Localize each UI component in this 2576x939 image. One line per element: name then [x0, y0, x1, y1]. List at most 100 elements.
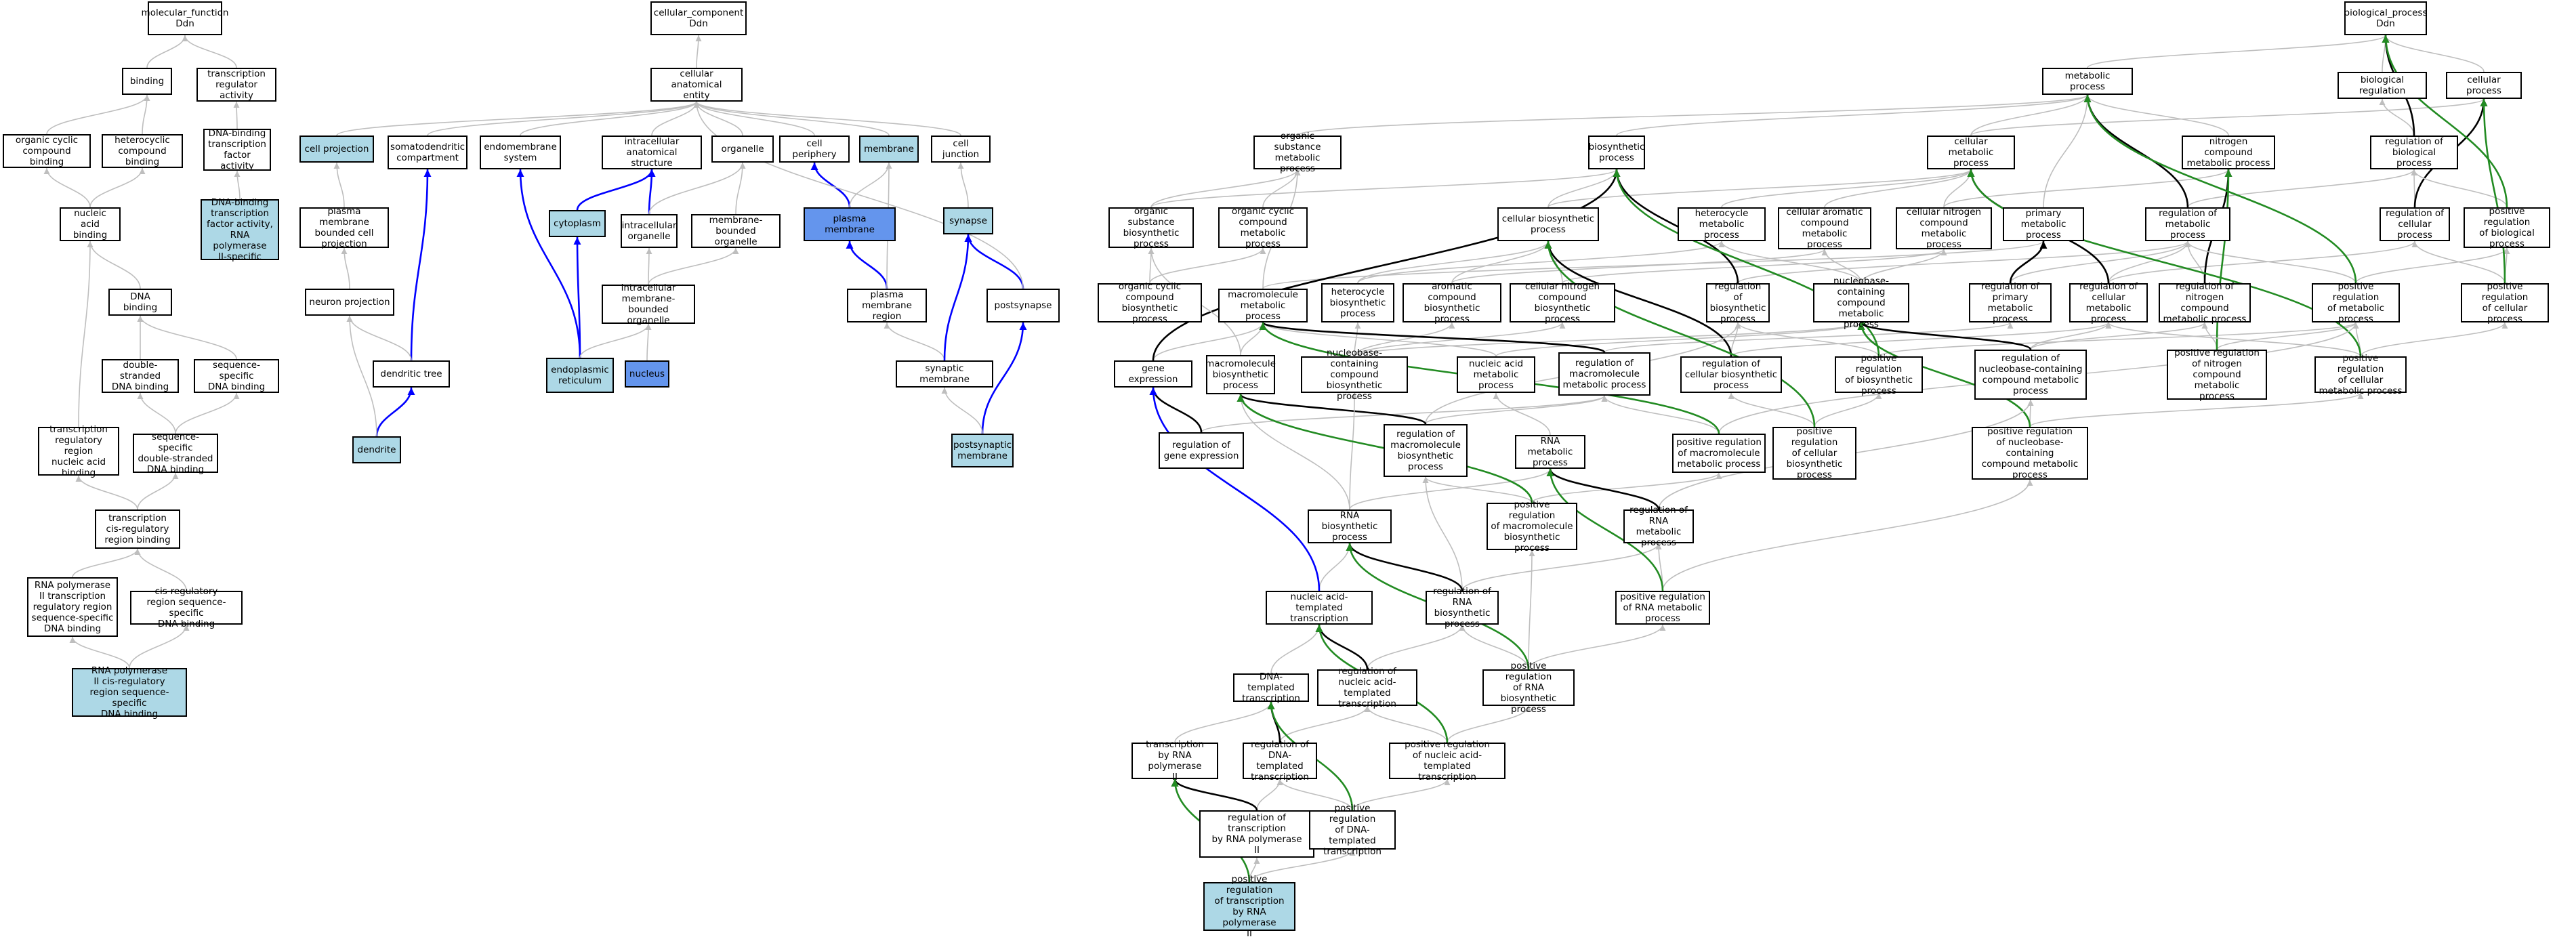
term-node-mf: molecular_function Ddn [142, 1, 228, 35]
term-node-tr-cis: transcription cis-regulatory region bind… [95, 509, 180, 549]
term-node-reg-cell-bio: regulation of cellular biosynthetic proc… [1680, 356, 1782, 393]
edge-pos-reg-cell-met-to-cell-met [1967, 169, 2362, 357]
edge-na-tr-to-gene-exp [1149, 387, 1321, 591]
term-node-biosyn: biosynthetic process [1588, 135, 1645, 169]
term-node-nb-met: nucleobase-containing compound metabolic… [1813, 276, 1909, 330]
term-node-pos-reg-na-tr: positive regulation of nucleic acid-temp… [1389, 739, 1505, 782]
term-node-tr-pol2: transcription by RNA polymerase II [1131, 739, 1218, 782]
term-node-reg-rna-met: regulation of RNA metabolic process [1623, 505, 1694, 548]
term-node-pol2-tr-reg: RNA polymerase II transcription regulato… [27, 577, 118, 637]
edge-reg-na-tr-to-na-tr [1315, 624, 1369, 670]
term-node-pos-reg-bio: positive regulation of biological proces… [2464, 206, 2550, 249]
term-node-na-met: nucleic acid metabolic process [1457, 356, 1535, 393]
edge-pos-reg-rna-met-to-rna-met [1546, 468, 1664, 591]
term-node-pos-reg-macro-met: positive regulation of macromolecule met… [1672, 434, 1766, 473]
term-node-synapse: synapse [943, 207, 993, 234]
term-node-arom-met: cellular aromatic compound metabolic pro… [1778, 207, 1871, 250]
edge-plasma-mem-to-membrane [849, 162, 892, 208]
edge-reg-n-met-to-reg-met [2184, 241, 2205, 284]
edge-postsynapse-to-synapse [964, 234, 1024, 289]
edge-er-to-intra-mbo [579, 323, 652, 358]
term-node-pos-reg-dna-tr: positive regulation of DNA-templated tra… [1309, 803, 1396, 857]
edge-cis-reg-ss-to-tr-cis [134, 548, 187, 591]
term-node-cell-proc: cellular process [2446, 72, 2522, 99]
term-node-cis-reg-ss: cis-regulatory region sequence-specific … [130, 586, 243, 629]
edge-reg-nb-met-to-reg-n-met [2030, 322, 2208, 350]
term-node-arom-bio: aromatic compound biosynthetic process [1403, 281, 1501, 325]
term-node-cc: cellular_component Ddn [650, 1, 747, 35]
term-node-dna-bind: DNA binding [108, 289, 172, 316]
edge-na-tr-to-rna-bio [1318, 543, 1353, 591]
term-node-cell-n-met: cellular nitrogen compound metabolic pro… [1896, 207, 1992, 250]
edge-pos-reg-dna-tr-to-pos-reg-na-tr [1352, 778, 1451, 811]
edge-het-bio-to-cell-biosyn [1357, 241, 1552, 284]
term-node-intra-anat: intracellular anatomical structure [602, 135, 702, 169]
term-node-pol2-cis: RNA polymerase II cis-regulatory region … [72, 665, 187, 719]
edge-dna-tf-pol2-to-dna-tf [234, 170, 241, 200]
term-node-nb-bio: nucleobase-containing compound biosynthe… [1301, 348, 1408, 402]
term-node-binding: binding [122, 68, 172, 95]
edge-reg-cell-bio-to-cell-biosyn [1544, 241, 1732, 357]
edge-reg-biosyn-to-biosyn [1613, 169, 1739, 284]
edge-pos-reg-tr-pol2-to-pos-reg-dna-tr [1249, 849, 1356, 883]
term-node-somato: somatodendritic compartment [388, 135, 468, 169]
term-node-het-bind: heterocyclic compound binding [102, 134, 183, 168]
term-node-macro-bio: macromolecule biosynthetic process [1205, 355, 1276, 394]
edge-rna-met-to-na-met [1493, 392, 1551, 436]
term-node-org-sub-bio: organic substance biosynthetic process [1108, 206, 1194, 249]
edge-pol2-tr-reg-to-tr-cis [72, 548, 141, 578]
edge-pos-reg-n-met-to-pos-reg-met [2216, 322, 2359, 350]
edge-na-met-to-macro-met [1260, 322, 1497, 357]
edge-somato-to-cae [427, 101, 700, 136]
term-node-trans-reg: transcription regulator activity [196, 68, 276, 102]
term-node-reg-rna-bio: regulation of RNA biosynthetic process [1426, 586, 1499, 629]
term-node-reg-n-met: regulation of nitrogen compound metaboli… [2159, 281, 2251, 325]
term-node-ss-dna: sequence-specific DNA binding [194, 359, 279, 393]
edge-na-met-to-nb-met [1495, 322, 1865, 357]
edge-reg-macro-bio-to-macro-bio [1237, 393, 1427, 425]
edge-arom-met-to-cell-met [1824, 169, 1974, 208]
edge-cae-to-cc [695, 35, 702, 68]
term-node-tr-reg-na: transcription regulatory region nucleic … [38, 424, 119, 478]
edge-org-sub-met-to-met [1297, 94, 2091, 136]
term-node-na-tr: nucleic acid-templated transcription [1266, 591, 1373, 625]
edge-pol2-cis-to-pol2-tr-reg [69, 636, 130, 669]
edge-reg-rna-bio-to-reg-macro-bio [1422, 476, 1463, 591]
term-node-nucleus: nucleus [625, 360, 669, 388]
edge-ss-ds-dna-to-ds-dna [137, 392, 176, 434]
edge-cell-met-to-met [1970, 94, 2091, 136]
term-node-cytoplasm: cytoplasm [549, 210, 606, 237]
edge-pos-reg-rna-bio-to-pos-reg-macro-bio [1528, 549, 1535, 670]
edge-mem-bound-org-to-organelle [735, 162, 746, 215]
edge-gene-exp-to-biosyn [1152, 169, 1621, 361]
edge-tr-cis-to-ss-ds-dna [137, 472, 179, 510]
term-node-reg-macro-bio: regulation of macromolecule biosynthetic… [1384, 424, 1468, 477]
edge-dendrite-to-dend-tree [375, 387, 415, 437]
edge-nucleus-to-intra-mbo [645, 323, 652, 361]
edge-reg-rna-bio-to-rna-bio [1346, 543, 1463, 591]
edge-reg-rna-met-to-rna-met [1546, 468, 1660, 510]
edge-reg-dna-tr-to-reg-na-tr [1279, 705, 1371, 743]
edge-intra-org-to-organelle [648, 162, 746, 215]
edge-na-bind-to-org-cyc-bind [43, 167, 91, 208]
edge-prim-met-to-met [2043, 94, 2091, 208]
term-node-intra-mbo: intracellular membrane-bounded organelle [602, 283, 695, 326]
edge-er-to-endomem [516, 169, 581, 358]
term-node-met: metabolic process [2042, 68, 2133, 95]
term-node-reg-bio: regulation of biological process [2370, 135, 2458, 169]
edge-pos-reg-cell-met-to-reg-cell-met [2105, 322, 2361, 357]
term-node-dend-tree: dendritic tree [373, 360, 450, 388]
edge-nb-met-to-cell-n-met [1861, 249, 1947, 284]
term-node-het-met: heterocycle metabolic process [1678, 207, 1766, 241]
term-node-reg-met: regulation of metabolic process [2145, 207, 2230, 241]
edge-pos-reg-nb-met-to-nb-met [1857, 322, 2031, 427]
edge-reg-macro-met-to-macro-met [1259, 321, 1606, 354]
term-node-reg-macro-met: regulation of macromolecule metabolic pr… [1558, 352, 1650, 396]
edge-macro-met-to-prim-met [1262, 241, 2047, 289]
edge-org-sub-bio-to-org-sub-met [1150, 169, 1301, 208]
edge-pos-reg-cell-met-to-pos-reg-cell [2360, 322, 2508, 357]
term-node-bio-reg: biological regulation [2338, 72, 2427, 99]
edge-rna-bio-to-rna-met [1349, 468, 1554, 510]
term-node-org-cyc-bind: organic cyclic compound binding [3, 134, 91, 168]
edge-pos-reg-bio-to-bp [2382, 35, 2508, 208]
